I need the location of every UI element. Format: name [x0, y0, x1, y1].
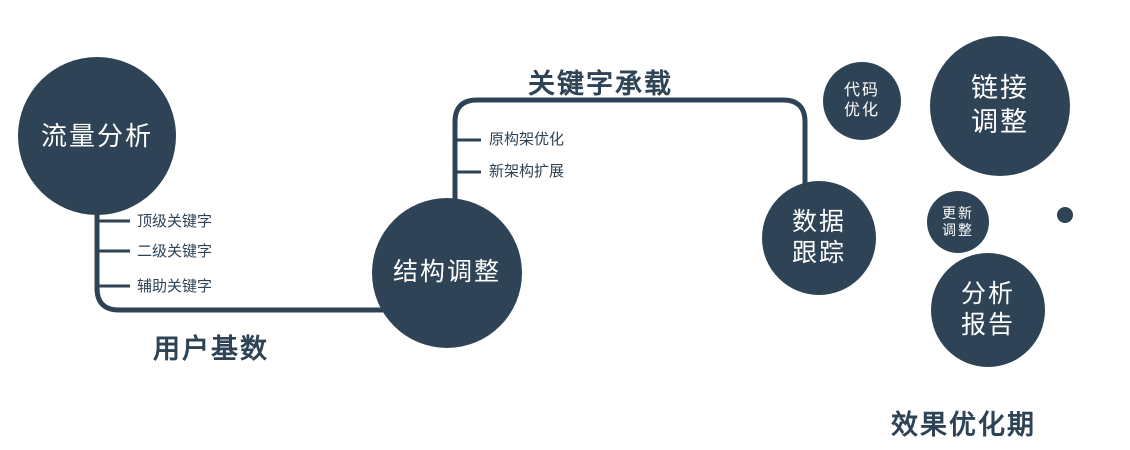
node-structure-adjustment-label: 结构调整 [392, 258, 501, 287]
node-link-adjustment: 链接 调整 [930, 36, 1070, 176]
node-traffic-analysis: 流量分析 [18, 57, 176, 215]
node-code-optimization-line2: 优化 [843, 102, 880, 119]
edge-label-user-base: 用户基数 [153, 334, 269, 364]
dot-marker [1057, 207, 1073, 223]
tick-label-new-architecture: 新架构扩展 [489, 163, 565, 180]
node-code-optimization-line1: 代码 [843, 82, 880, 99]
node-analysis-report: 分析 报告 [931, 253, 1045, 367]
footer-label-effect-optimization: 效果优化期 [891, 410, 1036, 440]
node-code-optimization: 代码 优化 [823, 62, 901, 140]
tick-label-aux-keyword: 辅助关键字 [137, 278, 213, 295]
tick-label-second-keyword: 二级关键字 [137, 243, 213, 260]
tick-label-original-architecture: 原构架优化 [489, 131, 565, 148]
node-traffic-analysis-label: 流量分析 [40, 120, 153, 151]
node-analysis-report-line2: 报告 [960, 311, 1015, 339]
node-update-adjustment-line1: 更新 [942, 204, 974, 221]
node-update-adjustment: 更新 调整 [927, 191, 989, 253]
node-link-adjustment-line2: 调整 [971, 107, 1029, 137]
node-analysis-report-line1: 分析 [960, 279, 1015, 308]
connector-user-base-path [94, 150, 447, 313]
tick-label-top-keyword: 顶级关键字 [137, 213, 213, 230]
node-data-tracking-line1: 数据 [791, 207, 846, 236]
node-link-adjustment-line1: 链接 [971, 73, 1029, 104]
edge-label-keyword-carry: 关键字承载 [528, 69, 673, 99]
node-structure-adjustment: 结构调整 [372, 198, 522, 348]
node-data-tracking: 数据 跟踪 [762, 181, 876, 295]
node-data-tracking-line2: 跟踪 [791, 239, 846, 267]
node-update-adjustment-line2: 调整 [942, 222, 974, 238]
connector-keyword-carry-path [452, 97, 808, 273]
